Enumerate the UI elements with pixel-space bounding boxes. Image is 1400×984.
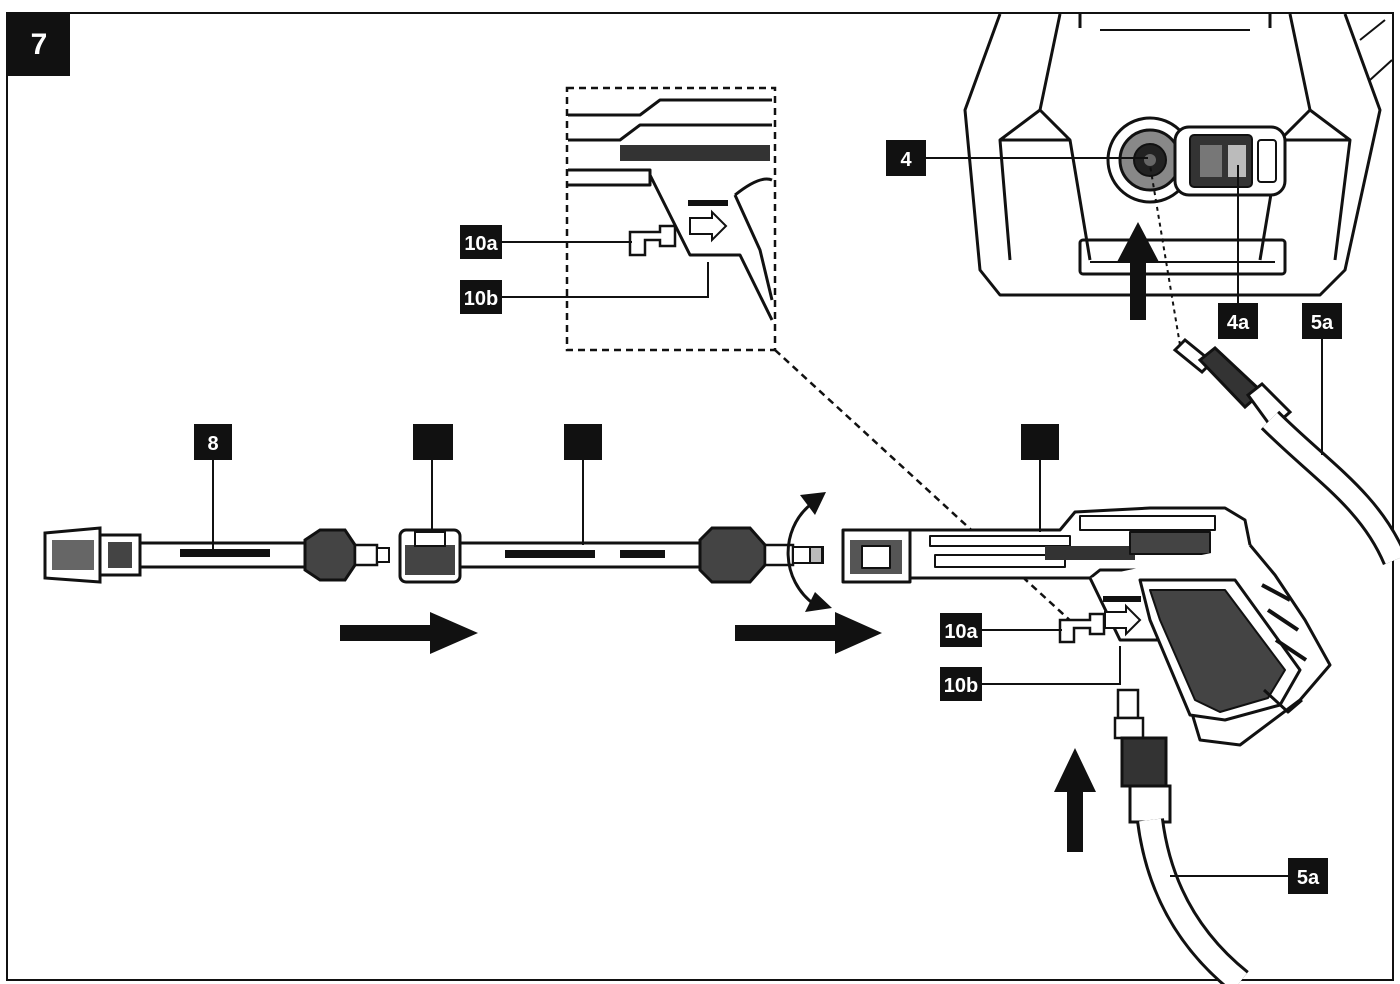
extension-lance bbox=[398, 526, 824, 584]
callout-gun-body bbox=[1021, 424, 1059, 460]
power-switch-panel bbox=[1173, 125, 1287, 197]
arrow-up-pump bbox=[1117, 222, 1159, 320]
callout-inset-lock: 10a bbox=[460, 225, 502, 259]
diagram-frame bbox=[6, 12, 1394, 981]
guide-line-outlet bbox=[1149, 164, 1181, 346]
inset-lock-button bbox=[628, 224, 677, 257]
nozzle-lance bbox=[43, 526, 390, 584]
svg-text:10a: 10a bbox=[944, 621, 978, 643]
svg-text:10b: 10b bbox=[464, 288, 498, 310]
zoom-guide-line bbox=[774, 349, 1076, 626]
callout-extension-tube bbox=[564, 424, 602, 460]
inset-gun-detail bbox=[568, 98, 774, 321]
spray-gun bbox=[841, 506, 1332, 747]
gun-lock-button bbox=[1058, 612, 1106, 644]
leader-gun-release bbox=[980, 646, 1121, 685]
callout-power-switch: 4a bbox=[1218, 303, 1258, 339]
hose-connector-bottom bbox=[1113, 688, 1172, 824]
callout-gun-lock: 10a bbox=[940, 613, 982, 647]
leader-inset-release bbox=[500, 262, 709, 298]
svg-text:10b: 10b bbox=[944, 675, 978, 697]
arrow-right-2 bbox=[735, 612, 882, 654]
rotate-arrow-head-top bbox=[800, 492, 826, 515]
svg-text:8: 8 bbox=[207, 433, 218, 455]
figure-number: 7 bbox=[31, 28, 48, 61]
inset-grip-texture bbox=[620, 145, 770, 161]
figure-number-badge: 7 bbox=[8, 14, 70, 76]
svg-text:5a: 5a bbox=[1297, 867, 1320, 889]
arrow-right-1 bbox=[340, 612, 478, 654]
callout-inset-release: 10b bbox=[460, 280, 502, 314]
detail-inset bbox=[565, 86, 777, 352]
svg-text:4: 4 bbox=[900, 149, 912, 171]
callout-gun-release: 10b bbox=[940, 667, 982, 701]
arrow-up-gun bbox=[1054, 748, 1096, 852]
svg-text:10a: 10a bbox=[464, 233, 498, 255]
callout-nozzle: 8 bbox=[194, 424, 232, 460]
callout-hose-top: 5a bbox=[1302, 303, 1342, 339]
rotate-arrow bbox=[786, 503, 816, 607]
gun-lock-arrow bbox=[1103, 596, 1142, 637]
inset-lock-arrow bbox=[688, 200, 728, 243]
callout-pump-outlet: 4 bbox=[886, 140, 926, 176]
rotate-arrow-head-bottom bbox=[805, 592, 832, 612]
svg-text:5a: 5a bbox=[1311, 312, 1334, 334]
hose-connector-top bbox=[1172, 337, 1293, 431]
pump-outlet-port bbox=[1106, 116, 1194, 204]
svg-text:4a: 4a bbox=[1227, 312, 1250, 334]
callout-hose-bottom: 5a bbox=[1288, 858, 1328, 894]
callout-connector bbox=[413, 424, 453, 460]
